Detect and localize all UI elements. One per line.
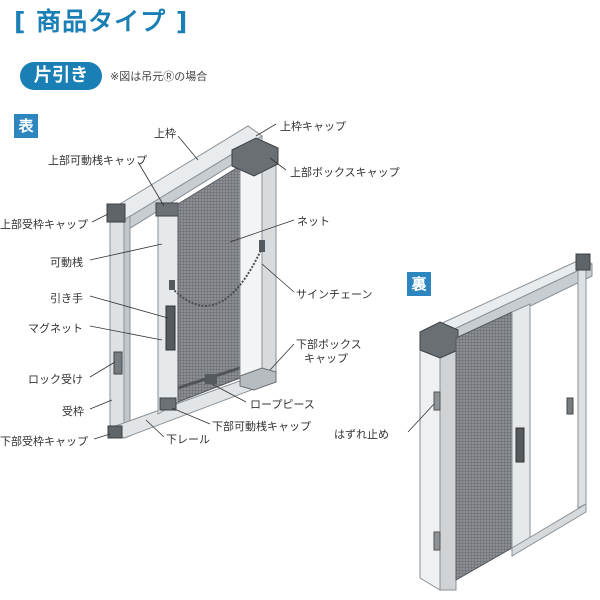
back-view: [419, 253, 593, 591]
label-net: ネット: [297, 215, 330, 228]
front-upper-receiver-frame-cap: [106, 203, 126, 223]
back-side-marker: 裏: [407, 272, 431, 296]
label-magnet: マグネット: [28, 322, 83, 335]
front-sign-chain: [171, 247, 263, 307]
back-movable-rail: [511, 303, 531, 549]
label-sign-chain: サインチェーン: [296, 288, 373, 301]
label-lower-receiver-frame-cap: 下部受枠キャップ: [0, 435, 88, 448]
label-handle: 引き手: [50, 292, 83, 305]
front-box: [239, 149, 263, 385]
back-box: [419, 331, 441, 591]
front-receiver-frame: [109, 209, 125, 439]
back-handle: [515, 427, 525, 463]
front-side-marker: 表: [14, 114, 38, 138]
label-rope-piece: ロープピース: [250, 398, 315, 411]
front-lower-box-cap: [239, 367, 277, 391]
label-movable-rail: 可動桟: [50, 256, 83, 269]
label-bottom-rail: 下レール: [166, 433, 210, 446]
front-handle: [165, 305, 176, 351]
leader-lines: [89, 123, 435, 440]
back-stopper-lower: [433, 531, 441, 551]
label-upper-receiver-frame-cap: 上部受枠キャップ: [0, 218, 88, 231]
front-lower-receiver-frame-cap: [107, 425, 123, 439]
front-net: [177, 165, 241, 403]
label-lower-box-cap-line2: キャップ: [304, 352, 348, 365]
back-stopper-upper: [433, 391, 441, 411]
label-stopper: はずれ止め: [334, 428, 389, 441]
back-receiver-frame: [577, 263, 587, 509]
type-badge: 片引き: [20, 62, 102, 90]
label-receiver-frame: 受枠: [62, 405, 84, 418]
back-bottom-rail: [511, 503, 587, 557]
label-lower-movable-rail-cap: 下部可動桟キャップ: [212, 420, 311, 433]
back-net: [455, 311, 513, 581]
label-top-frame: 上枠: [154, 127, 176, 140]
page-title: [ 商品タイプ ]: [14, 7, 189, 36]
label-upper-box-cap: 上部ボックスキャップ: [290, 166, 400, 179]
back-upper-box-cap: [419, 321, 459, 359]
label-lower-box-cap-line1: 下部ボックス: [296, 338, 362, 351]
label-upper-movable-rail-cap: 上部可動桟キャップ: [48, 154, 147, 167]
figure-note: ※図は吊元Ⓡの場合: [110, 70, 208, 83]
front-rope-piece: [205, 374, 217, 384]
front-view: [106, 125, 279, 439]
label-lock-receiver: ロック受け: [28, 373, 83, 386]
front-lower-movable-rail-cap: [159, 397, 177, 411]
label-top-frame-cap: 上枠キャップ: [280, 120, 346, 133]
front-upper-movable-rail-cap: [155, 202, 179, 217]
front-lock-receiver: [113, 351, 123, 375]
